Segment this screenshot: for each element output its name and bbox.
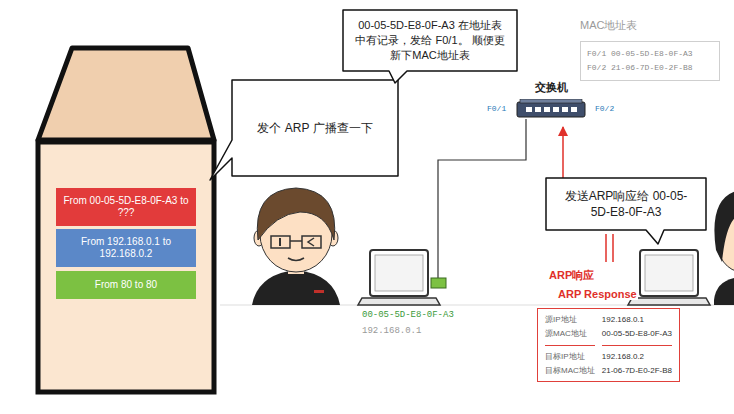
laptop-icon xyxy=(350,246,450,308)
switch-port xyxy=(571,107,577,112)
node-text: 00-05-5D-E8-0F-A3 xyxy=(602,328,672,339)
switch-port xyxy=(535,107,541,112)
node-text: 00-05-5D-E8-0F-A3 xyxy=(350,310,450,320)
person-body xyxy=(714,278,734,305)
arp-response-line xyxy=(612,234,614,262)
label-text: ARP Response xyxy=(557,288,638,300)
node-text: From 192.168.0.1 to 192.168.0.2 xyxy=(60,236,192,261)
bubble-node: 00-05-5D-E8-0F-A3 在地址表 中有记录，发给 F0/1。 顺便更… xyxy=(343,10,517,71)
switch-body xyxy=(517,102,585,117)
laptop-display xyxy=(645,255,693,291)
arp-response-arrow xyxy=(562,127,564,180)
node-text: 发送ARP响应给 00-05-5D-E8-0F-A3 xyxy=(556,188,696,220)
person-body xyxy=(252,270,340,305)
table-node: MAC地址表 F0/1 00-05-5D-E8-0F-A3F0/2 21-06-7… xyxy=(580,18,720,81)
person-hair xyxy=(714,190,734,262)
laptop-screen xyxy=(640,250,698,296)
glasses xyxy=(302,236,321,248)
person-eye xyxy=(308,238,314,246)
package-body xyxy=(38,142,214,392)
node-text: 交换机 xyxy=(512,80,590,95)
node-text: 目标IP地址 xyxy=(545,345,595,362)
label-text: F0/1 xyxy=(486,104,507,113)
person-eye xyxy=(279,238,281,246)
bar-node: From 80 to 80 xyxy=(56,271,196,299)
laptop-base xyxy=(628,298,710,305)
switch-port xyxy=(553,107,559,112)
node-text: 192.168.0.2 xyxy=(602,345,672,362)
laptop-base xyxy=(358,298,440,305)
node-text: 源MAC地址 xyxy=(545,328,595,339)
label-text: F0/2 xyxy=(594,104,615,113)
glasses-bridge xyxy=(290,240,302,242)
arp-response-line xyxy=(605,234,607,262)
cable-stub xyxy=(437,246,438,278)
node-text: 发个 ARP 广播查一下 xyxy=(257,120,372,136)
switch-top xyxy=(520,99,582,103)
network-cable xyxy=(438,119,526,246)
bar-node: From 192.168.0.1 to 192.168.0.2 xyxy=(56,229,196,267)
bubble-outline xyxy=(210,80,398,180)
laptop-display xyxy=(375,255,423,291)
node-text: F0/2 21-06-7D-E0-2F-B8 xyxy=(587,61,713,75)
node-text: MAC地址表 xyxy=(580,18,720,33)
switch-port xyxy=(562,107,568,112)
node-text: 21-06-7D-E0-2F-B8 xyxy=(602,365,672,376)
shirt-logo xyxy=(314,290,324,293)
bubble-outline xyxy=(546,178,706,244)
glasses xyxy=(271,236,290,248)
node-text: 00-05-5D-E8-0F-A3 在地址表 中有记录，发给 F0/1。 顺便更… xyxy=(353,18,507,63)
node-text: From 00-05-5D-E8-0F-A3 to ??? xyxy=(60,195,192,220)
laptop-screen xyxy=(370,250,428,296)
node-text: 192.168.0.1 xyxy=(350,326,450,336)
node-text: 192.168.0.1 xyxy=(602,314,672,325)
bubble-node: 发个 ARP 广播查一下 xyxy=(232,80,398,176)
person-mouth xyxy=(288,258,304,261)
person-hair xyxy=(257,188,334,240)
bar-node: From 00-05-5D-E8-0F-A3 to ??? xyxy=(56,188,196,226)
bubble-outline xyxy=(343,10,517,83)
speech-bubble xyxy=(546,178,706,230)
node-text: F0/1 00-05-5D-E8-0F-A3 xyxy=(587,47,713,61)
switch-port xyxy=(526,107,532,112)
switch-node: 交换机 xyxy=(512,80,590,119)
table-frame: F0/1 00-05-5D-E8-0F-A3F0/2 21-06-7D-E0-2… xyxy=(580,41,720,81)
switch-port xyxy=(544,107,550,112)
network-card xyxy=(431,278,446,288)
node-text: From 80 to 80 xyxy=(95,279,157,292)
node-text: 源IP地址 xyxy=(545,314,595,325)
label-text: ARP响应 xyxy=(548,268,595,283)
bubble-node: 发送ARP响应给 00-05-5D-E8-0F-A3 xyxy=(546,178,706,230)
switch-icon xyxy=(516,99,586,119)
laptop-node: 00-05-5D-E8-0F-A3 192.168.0.1 xyxy=(350,246,450,336)
node-text: 目标MAC地址 xyxy=(545,365,595,376)
resp-node: 源IP地址 192.168.0.1 源MAC地址 00-05-5D-E8-0F-A3 目… xyxy=(537,308,680,382)
package-lid xyxy=(38,48,214,140)
